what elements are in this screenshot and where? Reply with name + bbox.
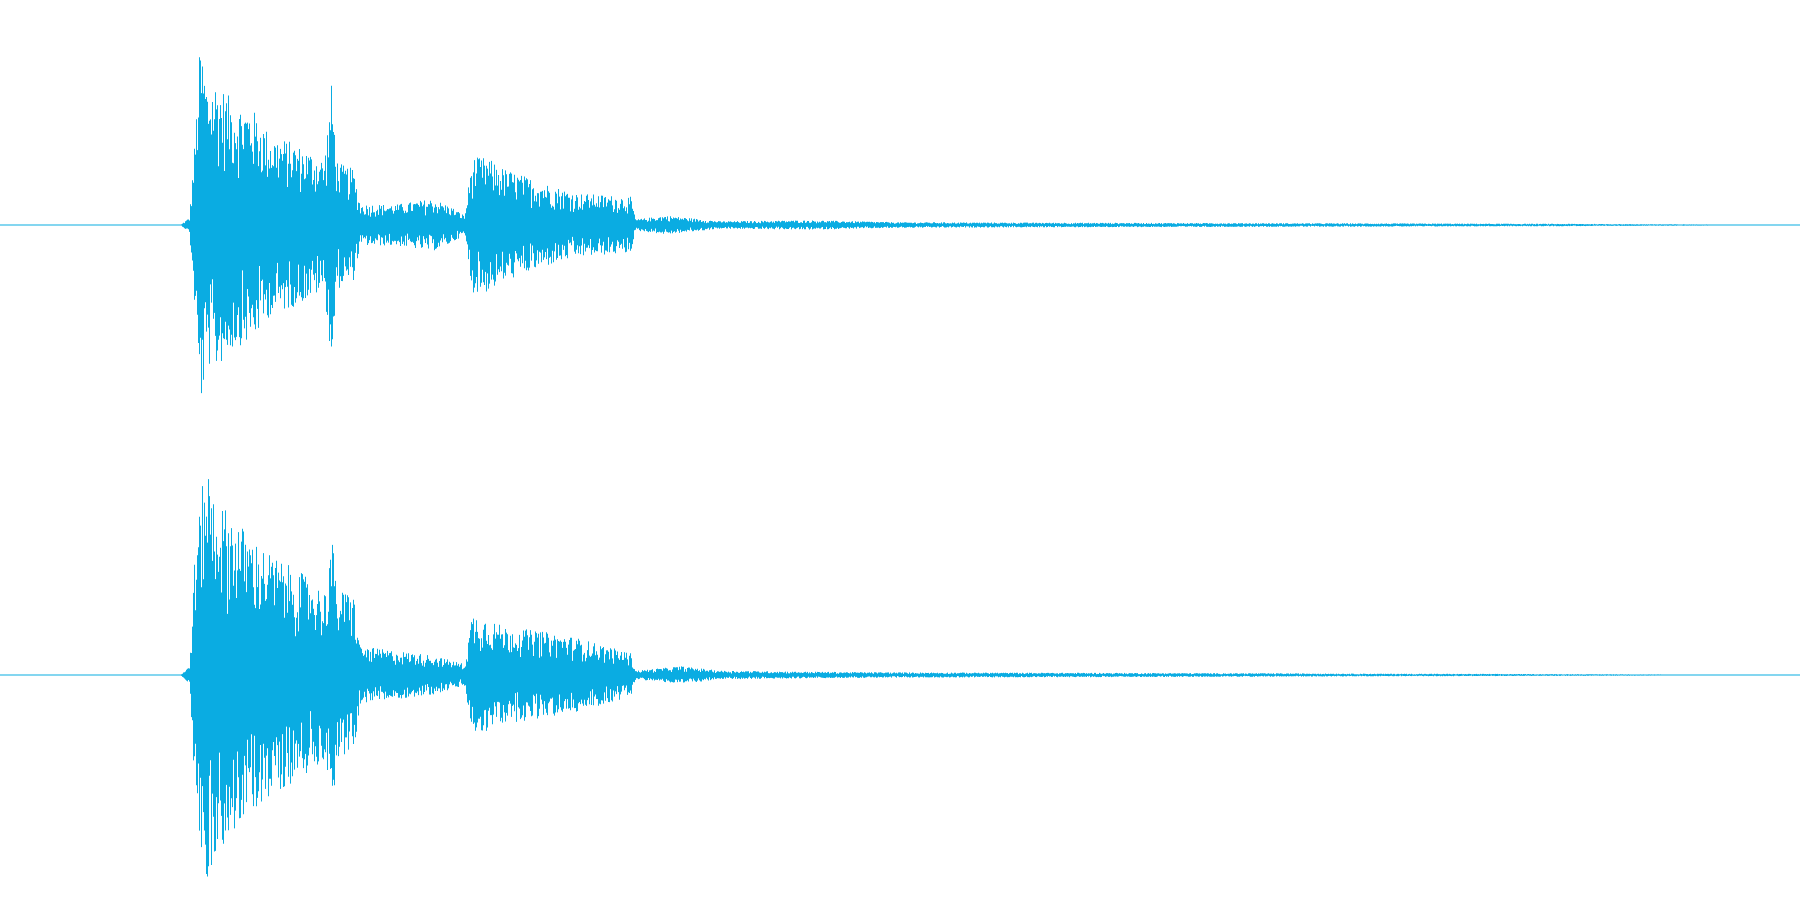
channel-1-track <box>0 57 1800 394</box>
channel-2-track <box>0 479 1800 877</box>
channel-1-waveform <box>181 57 1785 394</box>
channel-2-waveform <box>181 479 1774 877</box>
